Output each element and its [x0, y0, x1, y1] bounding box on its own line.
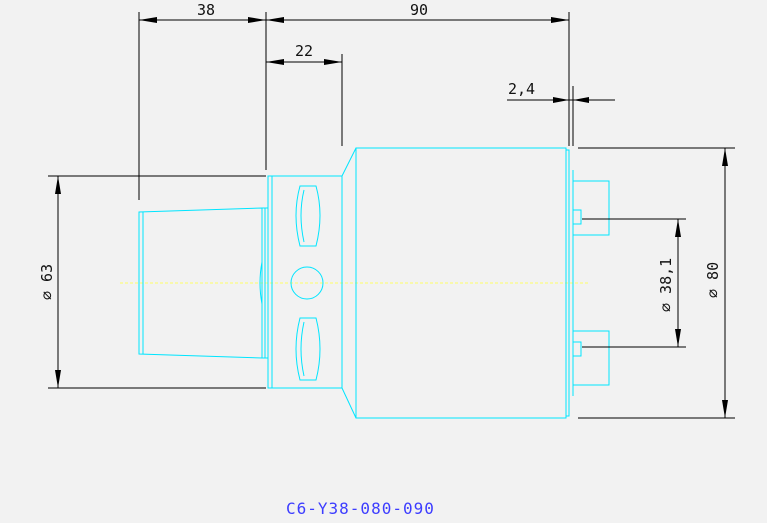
- dim-38-1-arrow-top: [675, 219, 681, 237]
- dim-63-label: ⌀ 63: [38, 264, 56, 300]
- dim-90-arrow-left: [266, 17, 284, 23]
- dim-90-arrow-right: [551, 17, 569, 23]
- dim-38-1-arrow-bottom: [675, 329, 681, 347]
- dim-38-arrow-left: [139, 17, 157, 23]
- drive-slot-top-inner: [300, 189, 305, 243]
- body-chamfer-top: [341, 147, 357, 177]
- dim-22-arrow-right: [324, 59, 342, 65]
- drive-slot-bottom: [295, 317, 321, 381]
- dimensions: 38 90 22 2,4 ⌀ 63 ⌀ 38,1: [38, 1, 735, 419]
- dim-80-label: ⌀ 80: [704, 262, 722, 298]
- orientation-hole: [290, 266, 324, 300]
- flange-body: [267, 175, 343, 389]
- dim-63-arrow-bottom: [55, 370, 61, 388]
- dim-80-arrow-top: [722, 148, 728, 166]
- drive-slot-top: [295, 185, 321, 247]
- dim-80-arrow-bottom: [722, 400, 728, 418]
- shank-collar-notch: [259, 261, 263, 305]
- dim-22-label: 22: [295, 42, 313, 60]
- front-face-ring: [565, 149, 570, 417]
- dim-38-label: 38: [197, 1, 215, 19]
- body-chamfer-bottom: [341, 387, 357, 419]
- screw-bottom: [572, 330, 610, 386]
- part-outline: [138, 147, 610, 419]
- dim-38-arrow-right: [248, 17, 266, 23]
- dim-2-4-label: 2,4: [508, 80, 535, 98]
- dim-63-arrow-top: [55, 176, 61, 194]
- dim-90-label: 90: [410, 1, 428, 19]
- screw-bottom-head: [572, 341, 582, 357]
- screw-top-head: [572, 209, 582, 225]
- dim-38-1-label: ⌀ 38,1: [657, 258, 675, 312]
- dim-22-arrow-left: [266, 59, 284, 65]
- dim-2-4-arrow-left: [553, 97, 569, 103]
- screw-top: [572, 180, 610, 236]
- part-code-title: C6-Y38-080-090: [286, 499, 435, 518]
- dim-2-4-arrow-right: [573, 97, 589, 103]
- drive-slot-bottom-inner: [300, 321, 305, 377]
